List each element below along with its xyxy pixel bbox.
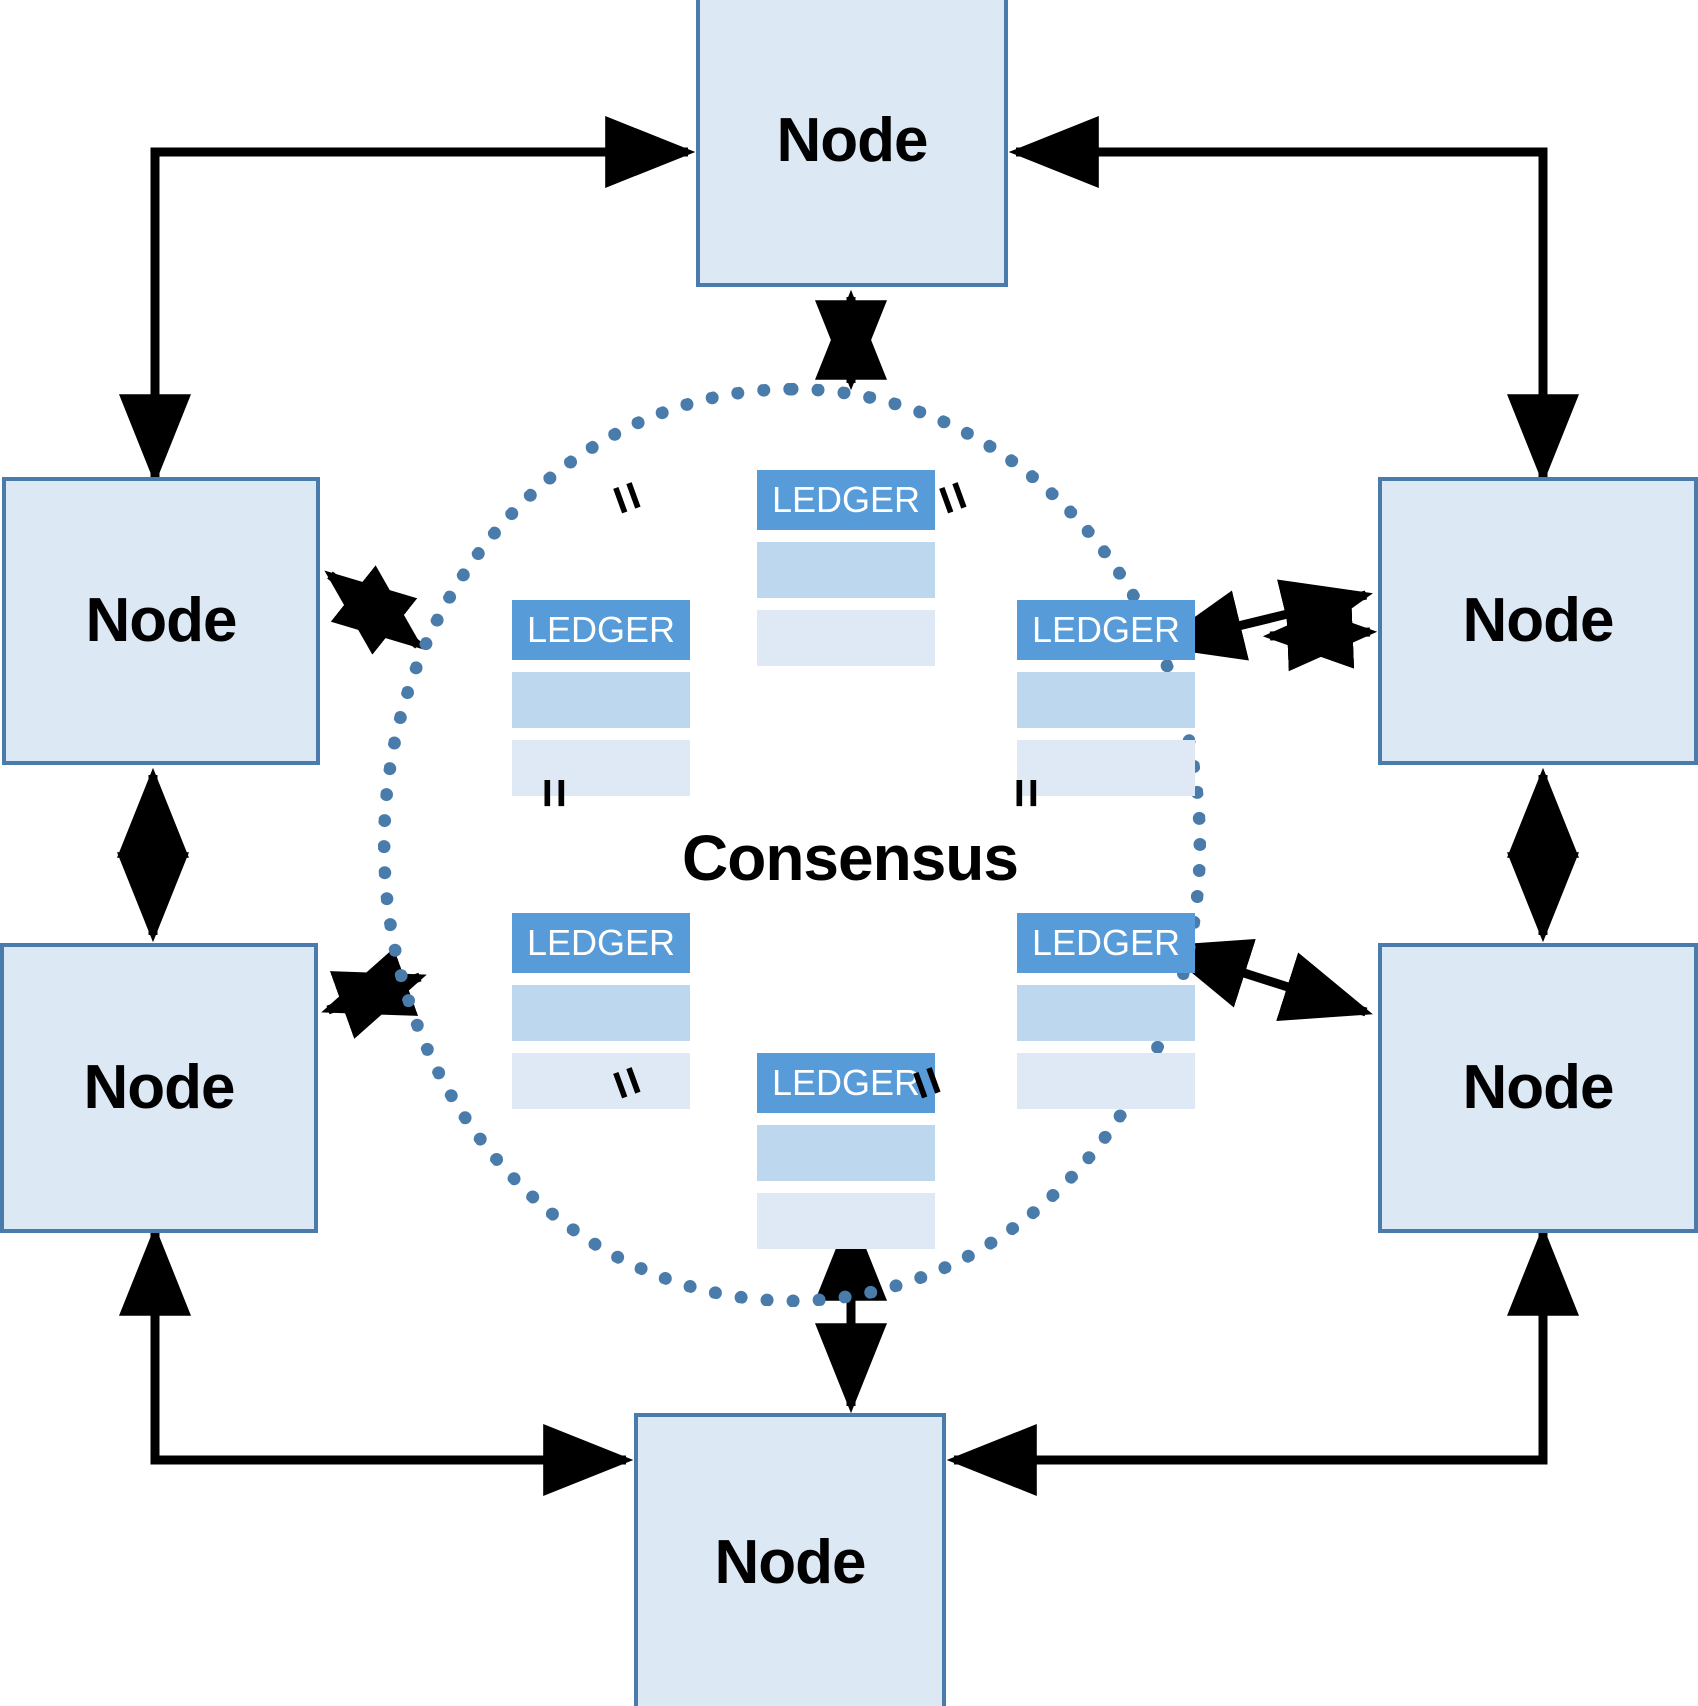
ledger-header-label: LEDGER xyxy=(757,470,935,530)
ledger-row-2 xyxy=(757,610,935,666)
ledger-row-1 xyxy=(757,542,935,598)
node-bottom-label: Node xyxy=(714,1527,867,1597)
edge-left-top-to-consensus xyxy=(324,565,424,655)
ledger-row-2 xyxy=(512,1053,690,1109)
ledger-row-1 xyxy=(1017,672,1195,728)
equals-icon-middle-right: = xyxy=(997,777,1055,805)
ledger-header-label: LEDGER xyxy=(1017,600,1195,660)
equals-icon-middle-left: = xyxy=(525,777,583,805)
node-right-upper-label: Node xyxy=(1462,586,1615,655)
ledger-row-1 xyxy=(757,1125,935,1181)
node-right-upper[interactable]: Node xyxy=(1378,477,1698,765)
ledger-row-2 xyxy=(1017,740,1195,796)
ledger-row-2 xyxy=(1017,1053,1195,1109)
ledger-row-2 xyxy=(512,740,690,796)
edge-left-top-to-top xyxy=(119,116,696,485)
ledger-card-left-lower[interactable]: LEDGER xyxy=(512,913,690,1109)
ledger-row-1 xyxy=(512,985,690,1041)
node-right-lower-label: Node xyxy=(1462,1053,1615,1122)
node-top-label: Node xyxy=(776,105,929,175)
node-left-lower-label: Node xyxy=(83,1053,236,1122)
node-left-upper-label: Node xyxy=(85,586,238,655)
ledger-card-bottom[interactable]: LEDGER xyxy=(757,1053,935,1249)
node-top[interactable]: Node xyxy=(696,0,1008,287)
ledger-row-2 xyxy=(757,1193,935,1249)
ledger-card-left-upper[interactable]: LEDGER xyxy=(512,600,690,796)
edge-left-bottom-to-bottom xyxy=(119,1225,634,1496)
edge-right-bottom-to-consensus xyxy=(1159,938,1373,1022)
ledger-header-label: LEDGER xyxy=(512,600,690,660)
edge-right-bottom-to-bottom xyxy=(946,1225,1579,1496)
node-bottom[interactable]: Node xyxy=(634,1413,946,1706)
ledger-row-1 xyxy=(1017,985,1195,1041)
consensus-label: Consensus xyxy=(682,822,1019,894)
ledger-header-label: LEDGER xyxy=(512,913,690,973)
edge-right-top-to-top xyxy=(1008,116,1579,485)
edge-right-top-to-consensus xyxy=(1262,596,1378,672)
ledger-card-top[interactable]: LEDGER xyxy=(757,470,935,666)
ledger-card-right-upper[interactable]: LEDGER xyxy=(1017,600,1195,796)
ledger-card-right-lower[interactable]: LEDGER xyxy=(1017,913,1195,1109)
node-left-lower[interactable]: Node xyxy=(0,943,318,1233)
node-left-upper[interactable]: Node xyxy=(2,477,320,765)
ledger-header-label: LEDGER xyxy=(757,1053,935,1113)
ledger-row-1 xyxy=(512,672,690,728)
node-right-lower[interactable]: Node xyxy=(1378,943,1698,1233)
ledger-header-label: LEDGER xyxy=(1017,913,1195,973)
